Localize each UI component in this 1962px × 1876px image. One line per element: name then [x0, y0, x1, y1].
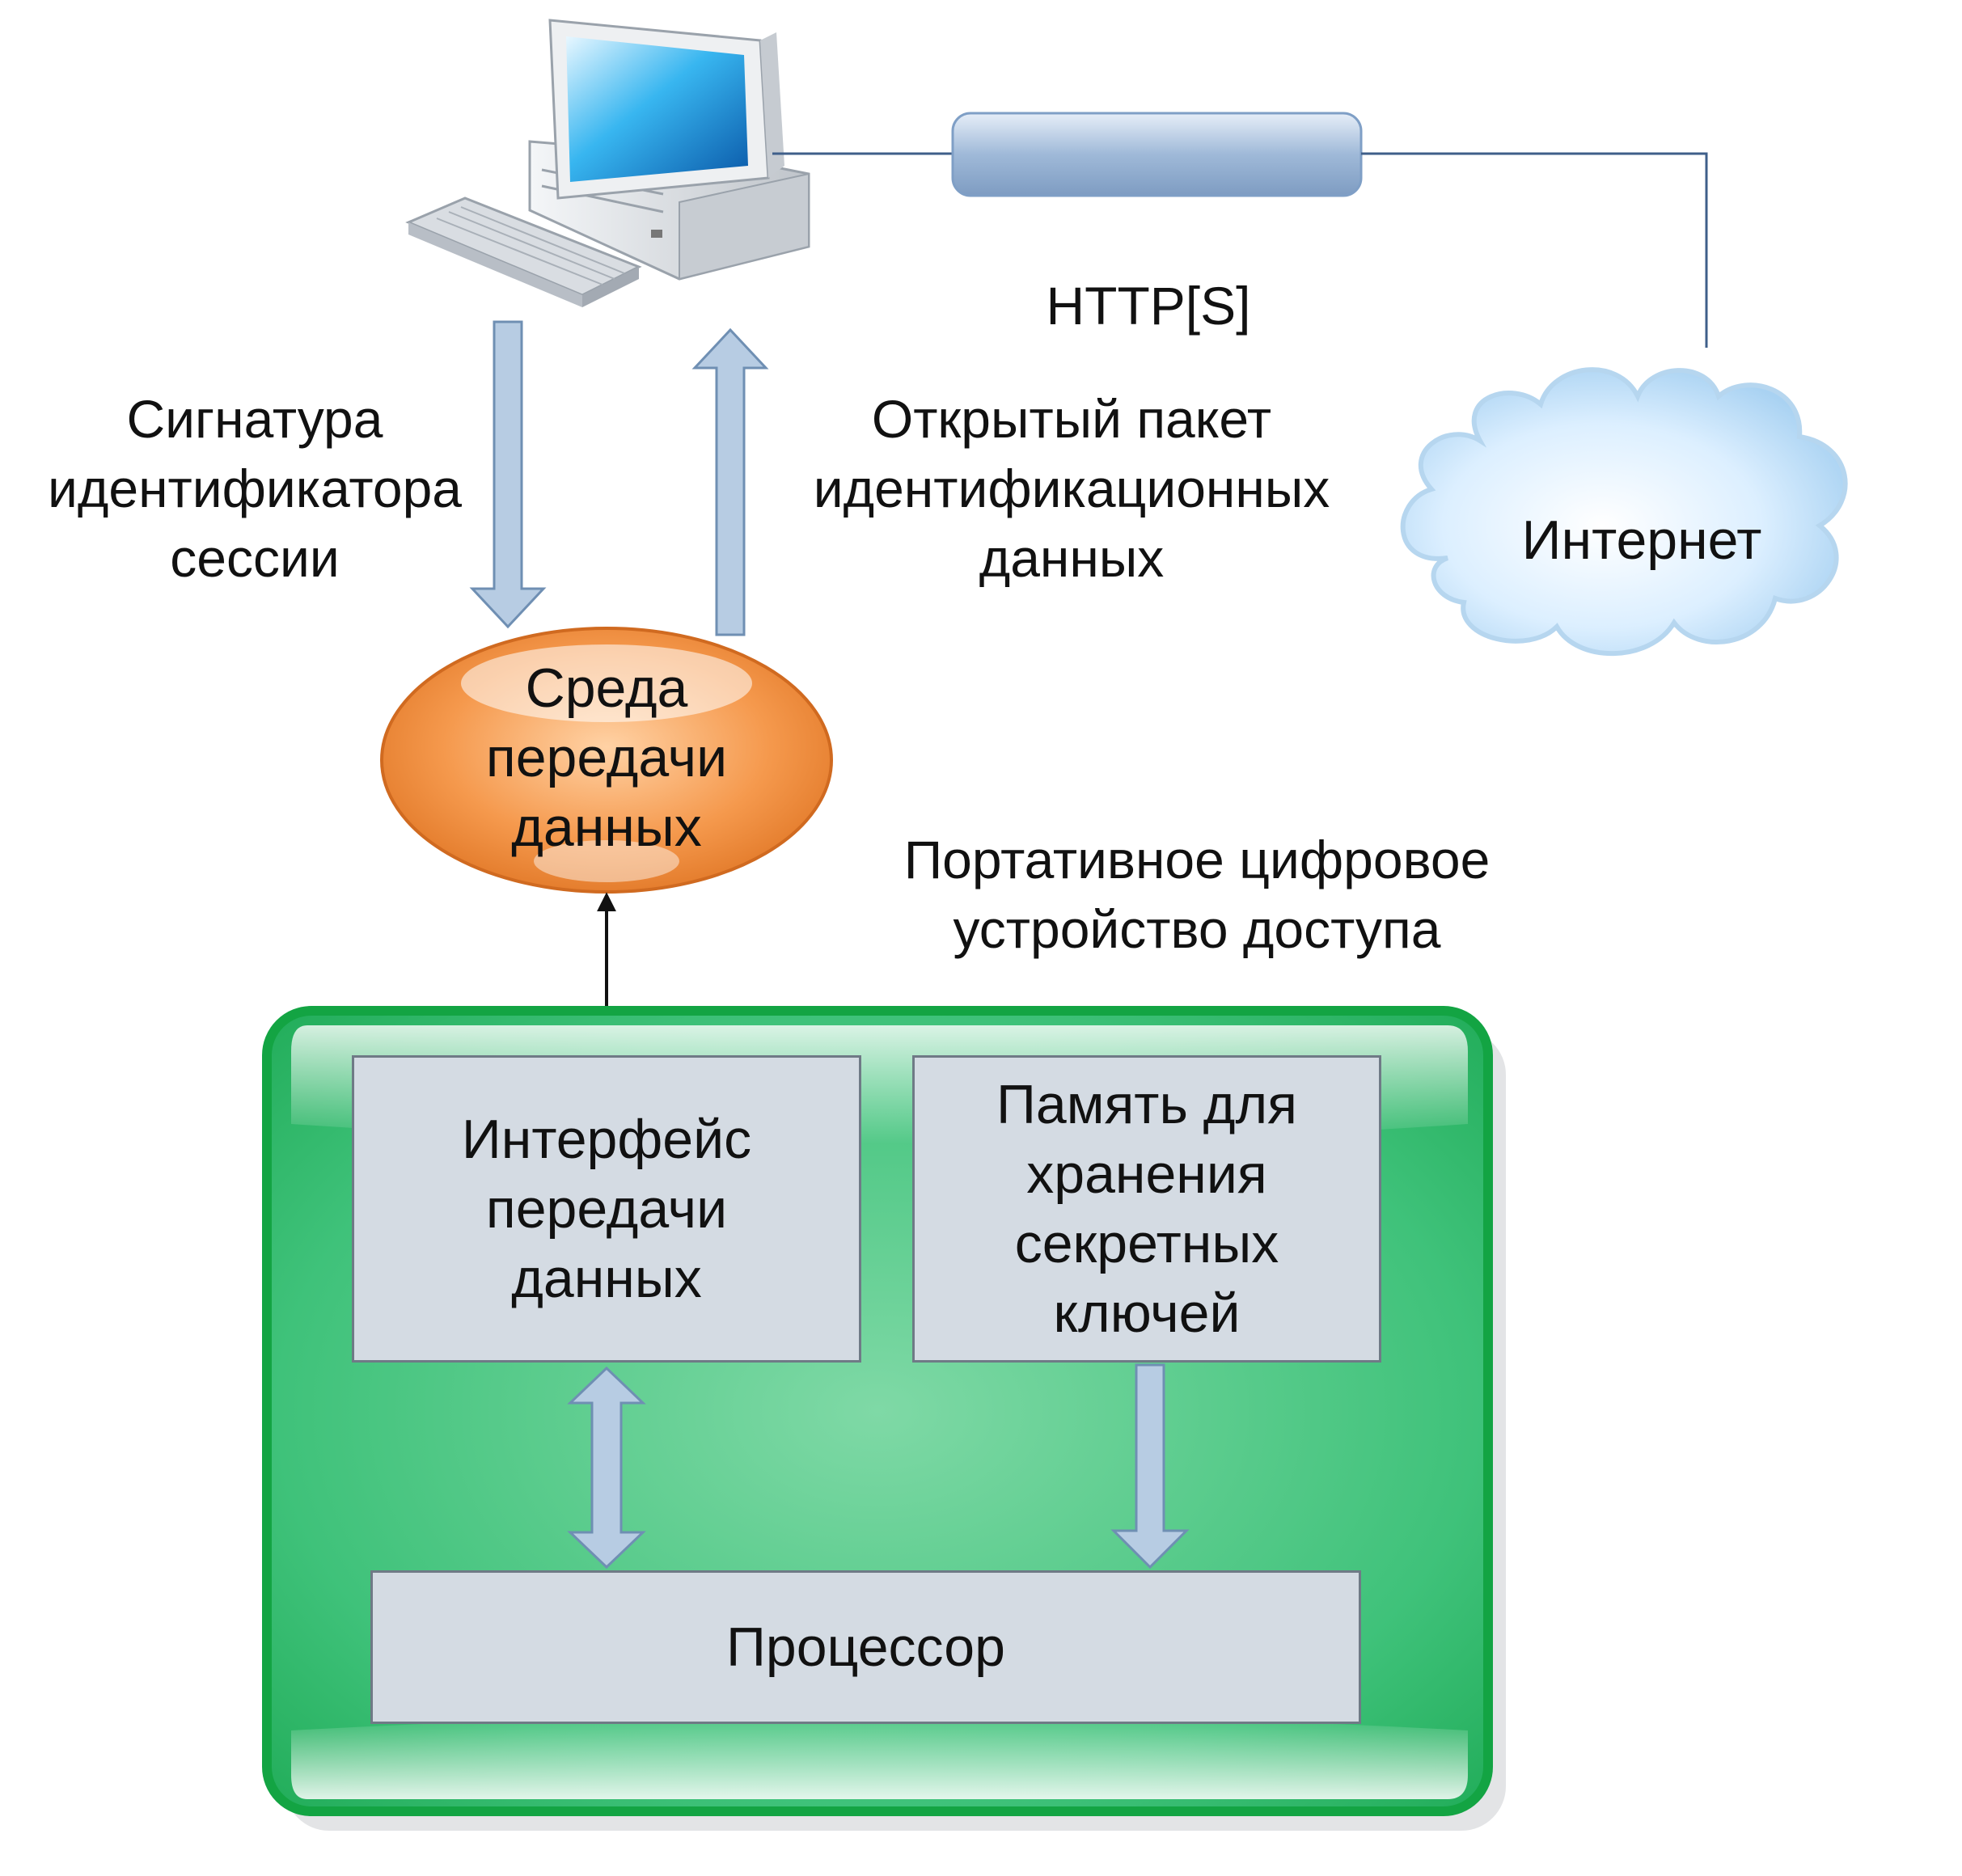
protocol-label: HTTP[S]	[1046, 276, 1251, 336]
data-medium-label: Среда передачи данных	[485, 657, 728, 858]
http-channel-pipe	[951, 112, 1363, 197]
signature-label: Сигнатура идентификатора сессии	[48, 389, 462, 588]
arrow-up-package	[691, 327, 769, 636]
computer-icon	[405, 19, 810, 307]
connector-pipe-cloud	[1361, 152, 1708, 348]
secret-key-memory-box: Память для хранения секретных ключей	[912, 1055, 1381, 1363]
interface-box: Интерфейс передачи данных	[352, 1055, 861, 1363]
device-label: Портативное цифровое устройство доступа	[903, 830, 1491, 959]
processor-box: Процессор	[370, 1570, 1361, 1724]
internet-label: Интернет	[1521, 509, 1762, 571]
cloud-icon	[1400, 367, 1848, 657]
open-package-label: Открытый пакет идентификационных данных	[813, 389, 1330, 588]
arrow-interface-processor	[567, 1366, 646, 1570]
arrow-down-signature	[469, 320, 547, 629]
arrow-memory-processor	[1110, 1363, 1190, 1570]
data-medium-ellipse	[380, 627, 833, 894]
